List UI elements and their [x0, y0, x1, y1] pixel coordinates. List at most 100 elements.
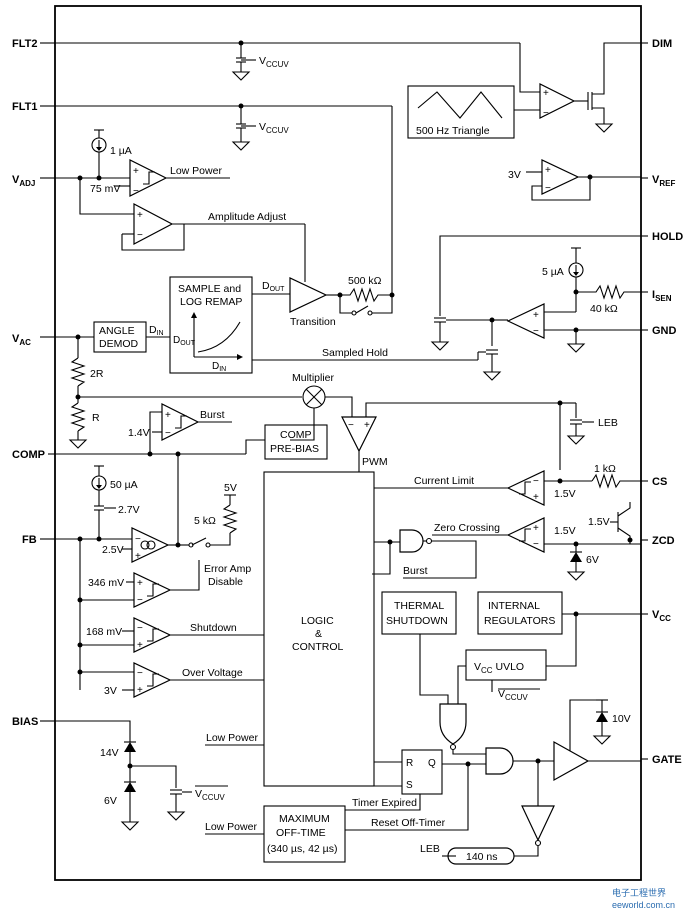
leb-label-2: LEB	[420, 843, 440, 855]
vac-section: ANGLE DEMOD DIN SAMPLE and LOG REMAP DOU…	[55, 275, 478, 374]
error-amp	[131, 527, 170, 563]
maxoff-l3: (340 µs, 42 µs)	[267, 843, 337, 855]
svg-text:−: −	[135, 534, 141, 545]
low-power-comparator	[129, 159, 168, 197]
pwm-comparator	[341, 416, 377, 453]
leb-delay-label: 140 ns	[466, 851, 498, 863]
zener-6v-bias	[124, 782, 136, 792]
pin-label-bias: BIAS	[12, 716, 38, 728]
fault-nor-gate	[439, 703, 467, 745]
pin-label-vref: VREF	[652, 174, 675, 188]
pin-label-hold: HOLD	[652, 231, 683, 243]
pin-label-vadj: VADJ	[12, 174, 35, 188]
svg-text:−: −	[543, 108, 549, 119]
pin-cs: CS	[641, 476, 667, 488]
fb-section: 50 µA 2.7V 2.5V − + 5V 5 kΩ Error Amp Di…	[55, 454, 264, 698]
vref-buffer	[541, 159, 580, 195]
pin-vref: VREF	[641, 174, 675, 188]
r-5k-label: 5 kΩ	[194, 515, 216, 527]
r-500k-label: 500 kΩ	[348, 275, 382, 287]
low-power-signal-2: Low Power	[206, 732, 258, 744]
bias-section: 14V 6V VCCUV	[55, 720, 228, 831]
multiplier-section: Multiplier − + PWM	[290, 372, 560, 472]
sample-l1: SAMPLE and	[178, 283, 241, 295]
sample-log-remap-block	[169, 276, 253, 374]
angle-demod-l1: ANGLE	[99, 325, 135, 337]
v-1-5v-cs-label: 1.5V	[554, 488, 576, 500]
shutdown-comparator	[133, 617, 172, 653]
pin-label-dim: DIM	[652, 38, 672, 50]
svg-text:+: +	[543, 88, 549, 99]
vac-divider: 2R R	[68, 337, 302, 449]
pin-vadj: VADJ	[12, 174, 55, 188]
over-voltage-comparator	[133, 662, 172, 698]
i-50ua-label: 50 µA	[110, 479, 138, 491]
v-6v-bias-label: 6V	[104, 795, 117, 807]
v-2-5v-label: 2.5V	[102, 544, 124, 556]
svg-text:−: −	[165, 428, 171, 439]
sr-latch	[401, 749, 443, 795]
r-r-label: R	[92, 412, 100, 424]
svg-text:−: −	[348, 420, 354, 431]
svg-text:−: −	[533, 476, 539, 487]
leb-delay	[447, 847, 515, 865]
low-power-signal: Low Power	[170, 165, 222, 177]
v-5v-label: 5V	[224, 482, 237, 494]
zener-6v-zcd	[570, 552, 582, 562]
pin-label-vac: VAC	[12, 333, 31, 347]
vcc-uvlo-label: VCC UVLO	[474, 661, 524, 675]
error-amp-disable-l1: Error Amp	[204, 563, 251, 575]
watermark-l2: eeworld.com.cn	[612, 900, 675, 910]
pin-dim: DIM	[641, 38, 672, 50]
svg-text:−: −	[533, 539, 539, 550]
bias-vccuv-label: VCCUV	[195, 788, 225, 802]
svg-text:+: +	[364, 420, 370, 431]
vref-block: 3V + −	[508, 159, 641, 201]
pin-label-flt2: FLT2	[12, 38, 37, 50]
dim-block: 500 Hz Triangle + −	[407, 42, 641, 139]
d-in-label-1: DIN	[149, 324, 164, 337]
vcc-uvlo-block	[465, 649, 547, 681]
thermal-l1: THERMAL	[394, 600, 444, 612]
sr-s: S	[406, 780, 413, 791]
maxoff-l2: OFF-TIME	[276, 827, 326, 839]
pin-label-flt1: FLT1	[12, 101, 37, 113]
i-1ua-label: 1 µA	[110, 145, 132, 157]
amplitude-adjust-amp	[133, 203, 174, 245]
pin-label-gnd: GND	[652, 325, 677, 337]
pin-label-vcc: VCC	[652, 609, 671, 623]
dac-buffer	[289, 277, 328, 313]
sr-r: R	[406, 758, 413, 769]
resistor-40k	[576, 284, 641, 300]
logic-control: LOGIC & CONTROL Low Power	[205, 471, 375, 787]
svg-text:+: +	[533, 310, 539, 321]
vccuv-out-label: VCCUV	[498, 688, 528, 702]
maxoff-l1: MAXIMUM	[279, 813, 330, 825]
supply-section: THERMAL SHUTDOWN INTERNAL REGULATORS VCC…	[381, 591, 641, 755]
svg-text:+: +	[533, 523, 539, 534]
svg-text:−: −	[545, 183, 551, 194]
pin-flt2: FLT2	[12, 38, 55, 50]
flt2-fet: VCCUV	[55, 40, 520, 81]
chip-outline	[54, 5, 642, 881]
burst-signal-2: Burst	[403, 565, 428, 577]
triangle-generator	[407, 85, 515, 139]
svg-text:+: +	[133, 166, 139, 177]
zcd-section: Burst Zero Crossing + − 1.5V 6V 1.5V	[372, 502, 641, 581]
internal-regulators-block	[477, 591, 563, 635]
pin-vcc: VCC	[641, 609, 671, 623]
current-limit-signal: Current Limit	[414, 475, 474, 487]
v-6v-zcd-label: 6V	[586, 554, 599, 566]
r-1k-label: 1 kΩ	[594, 463, 616, 475]
pin-label-fb: FB	[22, 534, 37, 546]
error-amp-disable-l2: Disable	[208, 576, 243, 588]
transition-signal: Transition	[290, 316, 336, 328]
logic-control-block	[263, 471, 375, 787]
zener-14v	[124, 742, 136, 752]
zero-crossing-and	[399, 529, 424, 553]
comp-prebias-l2: PRE-BIAS	[270, 443, 319, 455]
burst-section: 1.4V + − Burst COMP PRE-BIAS	[55, 403, 328, 460]
low-power-signal-3: Low Power	[205, 821, 257, 833]
pin-gate: GATE	[641, 754, 682, 766]
